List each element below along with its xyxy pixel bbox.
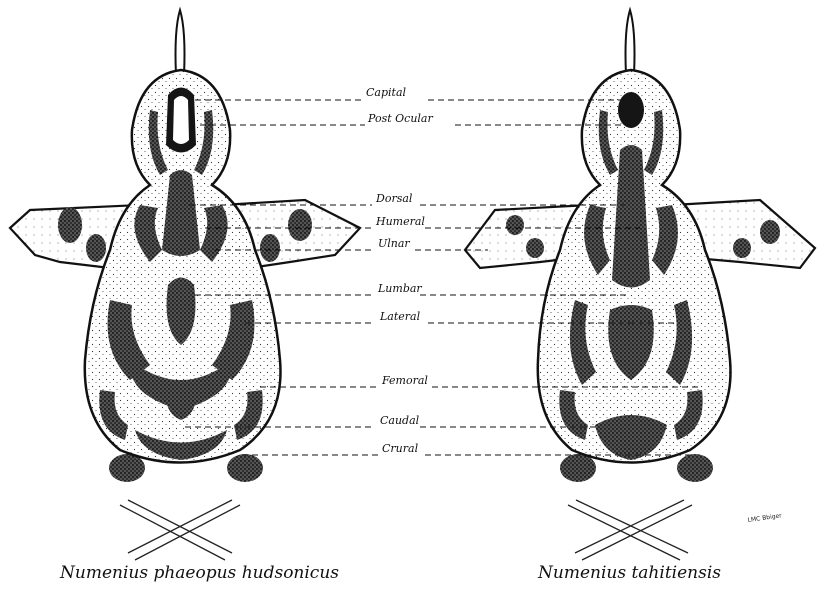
label-femoral: Femoral <box>381 374 428 387</box>
artist-signature: LMC Bbiger <box>747 512 782 524</box>
label-lateral: Lateral <box>379 310 421 323</box>
bird-right-drawing <box>465 10 815 560</box>
bird-left-drawing <box>10 10 360 560</box>
label-humeral: Humeral <box>375 215 425 228</box>
label-post-ocular: Post Ocular <box>367 112 433 125</box>
label-crural: Crural <box>382 442 419 455</box>
label-ulnar: Ulnar <box>378 237 410 250</box>
label-capital: Capital <box>366 86 407 99</box>
caption-left-species: Numenius phaeopus hudsonicus <box>59 563 339 583</box>
tract-labels: Capital Post Ocular Dorsal Humeral Ulnar… <box>366 86 433 455</box>
label-lumbar: Lumbar <box>377 282 422 295</box>
label-caudal: Caudal <box>380 414 420 427</box>
label-dorsal: Dorsal <box>375 192 413 205</box>
caption-right-species: Numenius tahitiensis <box>537 563 721 583</box>
